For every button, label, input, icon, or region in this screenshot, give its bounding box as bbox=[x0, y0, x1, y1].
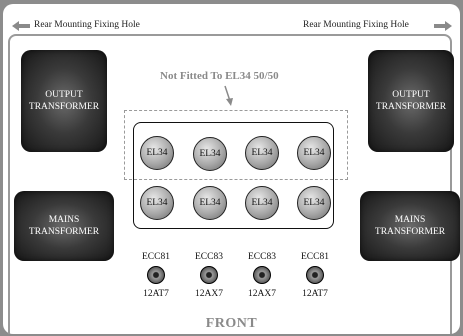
preamp-alt-label: 12AT7 bbox=[143, 289, 169, 299]
mains-transformer-left: MAINS TRANSFORMER bbox=[14, 191, 114, 261]
el34-tube: EL34 bbox=[245, 136, 279, 170]
preamp-alt-label: 12AX7 bbox=[195, 289, 223, 299]
preamp-type-label: ECC81 bbox=[301, 252, 329, 262]
preamp-alt-label: 12AT7 bbox=[302, 289, 328, 299]
transformer-label: TRANSFORMER bbox=[28, 102, 100, 112]
el34-tube: EL34 bbox=[140, 136, 174, 170]
power-tube-panel bbox=[133, 122, 334, 229]
el34-tube: EL34 bbox=[297, 186, 331, 220]
el34-tube: EL34 bbox=[140, 186, 174, 220]
mains-transformer-right: MAINS TRANSFORMER bbox=[360, 191, 460, 261]
el34-tube: EL34 bbox=[245, 186, 279, 220]
preamp-tube bbox=[147, 266, 165, 284]
el34-tube: EL34 bbox=[193, 137, 227, 171]
chassis-plate bbox=[8, 34, 452, 334]
transformer-label: TRANSFORMER bbox=[28, 227, 100, 237]
not-fitted-zone bbox=[124, 110, 348, 180]
preamp-type-label: ECC83 bbox=[195, 252, 223, 262]
right-arrow-icon bbox=[434, 21, 452, 31]
output-transformer-left: OUTPUT TRANSFORMER bbox=[21, 50, 107, 152]
preamp-type-label: ECC83 bbox=[248, 252, 276, 262]
rear-hole-label-right: Rear Mounting Fixing Hole bbox=[303, 20, 409, 30]
el34-tube: EL34 bbox=[297, 136, 331, 170]
left-arrow-icon bbox=[12, 21, 30, 31]
preamp-tube bbox=[200, 266, 218, 284]
transformer-label: TRANSFORMER bbox=[375, 102, 447, 112]
transformer-label: MAINS bbox=[394, 215, 426, 225]
transformer-label: OUTPUT bbox=[45, 90, 83, 100]
transformer-label: MAINS bbox=[48, 215, 80, 225]
rear-hole-label-left: Rear Mounting Fixing Hole bbox=[34, 20, 140, 30]
transformer-label: OUTPUT bbox=[392, 90, 430, 100]
front-label: FRONT bbox=[205, 316, 258, 331]
preamp-tube bbox=[306, 266, 324, 284]
output-transformer-right: OUTPUT TRANSFORMER bbox=[368, 50, 454, 152]
preamp-tube bbox=[253, 266, 271, 284]
not-fitted-label: Not Fitted To EL34 50/50 bbox=[160, 70, 279, 82]
pointer-arrow-icon bbox=[224, 85, 233, 106]
preamp-alt-label: 12AX7 bbox=[248, 289, 276, 299]
el34-tube: EL34 bbox=[193, 186, 227, 220]
transformer-label: TRANSFORMER bbox=[374, 227, 446, 237]
preamp-type-label: ECC81 bbox=[142, 252, 170, 262]
